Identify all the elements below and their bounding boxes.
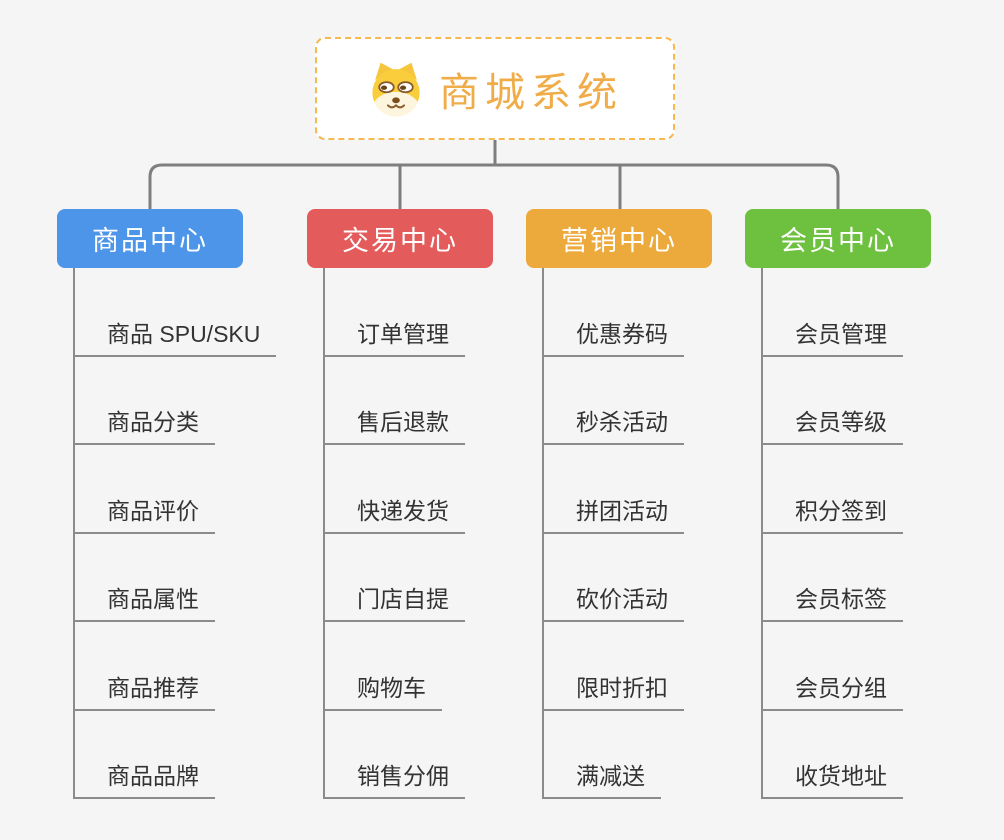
leaf-label: 购物车 — [325, 669, 442, 711]
leaf-label: 会员标签 — [763, 580, 903, 622]
bus-line — [148, 163, 840, 209]
branch-box-product-center[interactable]: 商品中心 — [57, 209, 243, 268]
leaf-label: 收货地址 — [763, 757, 903, 799]
leaf-label: 会员管理 — [763, 315, 903, 357]
leaf-item[interactable]: 商品评价 — [75, 445, 276, 534]
branch-box-marketing-center[interactable]: 营销中心 — [526, 209, 712, 268]
leaf-label: 商品 SPU/SKU — [75, 315, 277, 357]
doge-icon — [367, 60, 425, 118]
leaf-label: 会员分组 — [763, 669, 903, 711]
leaf-label: 满减送 — [544, 757, 661, 799]
leaf-item[interactable]: 优惠券码 — [544, 268, 684, 357]
leaf-label: 秒杀活动 — [544, 403, 684, 445]
branch-children-member-center: 会员管理 会员等级 积分签到 会员标签 会员分组 收货地址 — [761, 268, 903, 799]
leaf-label: 砍价活动 — [544, 580, 684, 622]
branch-box-member-center[interactable]: 会员中心 — [745, 209, 931, 268]
leaf-item[interactable]: 商品 SPU/SKU — [75, 268, 277, 357]
leaf-item[interactable]: 商品推荐 — [75, 622, 276, 711]
leaf-label: 订单管理 — [325, 315, 465, 357]
branch-marketing-center: 营销中心 优惠券码 秒杀活动 拼团活动 砍价活动 限时折扣 满减送 — [526, 209, 712, 799]
branch-children-trade-center: 订单管理 售后退款 快递发货 门店自提 购物车 销售分佣 — [323, 268, 465, 799]
leaf-item[interactable]: 会员管理 — [763, 268, 903, 357]
leaf-label: 商品属性 — [75, 580, 215, 622]
branch-member-center: 会员中心 会员管理 会员等级 积分签到 会员标签 会员分组 收货地址 — [745, 209, 931, 799]
leaf-item[interactable]: 会员标签 — [763, 534, 903, 622]
leaf-item[interactable]: 会员分组 — [763, 622, 903, 711]
leaf-label: 会员等级 — [763, 403, 903, 445]
leaf-label: 门店自提 — [325, 580, 465, 622]
leaf-item[interactable]: 限时折扣 — [544, 622, 684, 711]
leaf-item[interactable]: 快递发货 — [325, 445, 465, 534]
leaf-item[interactable]: 积分签到 — [763, 445, 903, 534]
leaf-item[interactable]: 商品属性 — [75, 534, 276, 622]
leaf-item[interactable]: 商品品牌 — [75, 711, 276, 799]
leaf-label: 积分签到 — [763, 492, 903, 534]
leaf-label: 商品分类 — [75, 403, 215, 445]
leaf-item[interactable]: 销售分佣 — [325, 711, 465, 799]
leaf-label: 拼团活动 — [544, 492, 684, 534]
leaf-item[interactable]: 门店自提 — [325, 534, 465, 622]
leaf-item[interactable]: 会员等级 — [763, 357, 903, 445]
leaf-label: 限时折扣 — [544, 669, 684, 711]
leaf-item[interactable]: 商品分类 — [75, 357, 276, 445]
leaf-item[interactable]: 砍价活动 — [544, 534, 684, 622]
branch-product-center: 商品中心 商品 SPU/SKU 商品分类 商品评价 商品属性 商品推荐 商品品牌 — [57, 209, 277, 799]
leaf-item[interactable]: 收货地址 — [763, 711, 903, 799]
branch-box-trade-center[interactable]: 交易中心 — [307, 209, 493, 268]
branch-trade-center: 交易中心 订单管理 售后退款 快递发货 门店自提 购物车 销售分佣 — [307, 209, 493, 799]
branch-children-product-center: 商品 SPU/SKU 商品分类 商品评价 商品属性 商品推荐 商品品牌 — [73, 268, 277, 799]
leaf-label: 商品品牌 — [75, 757, 215, 799]
leaf-label: 优惠券码 — [544, 315, 684, 357]
leaf-item[interactable]: 订单管理 — [325, 268, 465, 357]
leaf-item[interactable]: 售后退款 — [325, 357, 465, 445]
root-title: 商城系统 — [439, 70, 623, 115]
leaf-item[interactable]: 拼团活动 — [544, 445, 684, 534]
leaf-label: 商品评价 — [75, 492, 215, 534]
leaf-label: 商品推荐 — [75, 669, 215, 711]
leaf-label: 销售分佣 — [325, 757, 465, 799]
leaf-label: 快递发货 — [325, 492, 465, 534]
leaf-label: 售后退款 — [325, 403, 465, 445]
leaf-item[interactable]: 秒杀活动 — [544, 357, 684, 445]
root-node[interactable]: 商城系统 — [315, 37, 675, 140]
branch-children-marketing-center: 优惠券码 秒杀活动 拼团活动 砍价活动 限时折扣 满减送 — [542, 268, 684, 799]
leaf-item[interactable]: 满减送 — [544, 711, 684, 799]
leaf-item[interactable]: 购物车 — [325, 622, 465, 711]
